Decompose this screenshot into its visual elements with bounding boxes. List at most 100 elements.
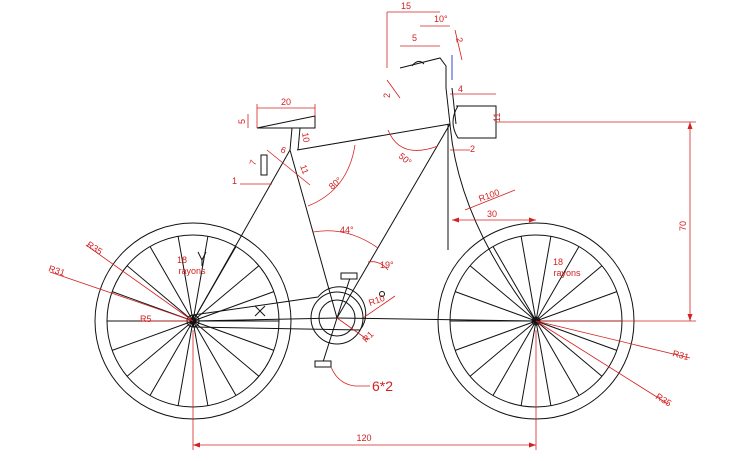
leader-pedal <box>330 366 370 387</box>
rear-spoke <box>192 236 209 322</box>
label-saddle-thk: 5 <box>237 119 247 124</box>
rear-spoke <box>126 265 194 322</box>
leader-r100 <box>464 189 516 211</box>
rear-spoke <box>177 320 194 406</box>
rear-spoke <box>126 320 194 377</box>
label-seat-1: 1 <box>232 176 237 186</box>
handlebar-group <box>399 57 497 139</box>
rear-spoke <box>192 265 260 322</box>
leader-rear-r31 <box>49 271 194 322</box>
front-spoke <box>535 265 603 322</box>
down-tube <box>336 123 451 319</box>
seatpost <box>289 127 293 151</box>
leader-r1 <box>336 317 369 341</box>
front-spoke <box>455 320 537 351</box>
label-seat-11: 11 <box>298 163 311 175</box>
front-spoke <box>535 320 617 351</box>
rear-spoke <box>192 291 274 322</box>
cross-mark <box>254 305 266 317</box>
front-spoke <box>469 265 537 322</box>
pedal-top <box>340 272 358 280</box>
chain <box>192 286 367 331</box>
leader-front-r35 <box>535 320 669 405</box>
y-marker <box>197 251 207 266</box>
front-spoke <box>535 320 552 406</box>
front-spoke <box>520 320 537 406</box>
label-rear-r31: R31 <box>47 263 66 278</box>
front-spoke-count: 18 <box>553 257 563 267</box>
rear-spoke <box>192 320 209 406</box>
label-r1: R1 <box>360 329 375 344</box>
label-front-r35: R35 <box>654 391 673 408</box>
stem <box>445 87 451 125</box>
label-80: 80° <box>327 175 344 192</box>
label-19: 19° <box>380 260 394 270</box>
arc-19 <box>367 261 389 271</box>
dimensions: 120 70 30 R100 R31 R35 R5 R31 R35 R10 R1… <box>47 1 696 450</box>
rear-spoke <box>149 246 194 322</box>
chain-stay <box>192 317 338 322</box>
rear-spoke <box>149 320 194 396</box>
front-spoke <box>535 236 552 322</box>
label-bar-5: 5 <box>412 33 417 43</box>
rear-spoke-unit: rayons <box>178 266 206 276</box>
front-spoke <box>455 291 537 322</box>
front-spoke <box>535 291 617 322</box>
rear-spoke <box>112 320 194 351</box>
arc-80 <box>307 144 356 207</box>
label-rear-r35: R35 <box>85 239 104 256</box>
arc-50 <box>387 129 439 151</box>
label-r100: R100 <box>477 187 501 204</box>
front-spoke <box>535 320 580 396</box>
label-offset: 30 <box>487 209 497 219</box>
handlebar <box>399 57 447 88</box>
front-spoke <box>492 320 537 396</box>
chainring-inner <box>318 299 356 337</box>
top-tube <box>296 123 451 151</box>
seat-tube <box>289 149 338 319</box>
rear-spoke <box>177 236 194 322</box>
front-spoke-unit: rayons <box>553 268 581 278</box>
fork <box>449 123 537 322</box>
grip <box>411 60 425 67</box>
axle-line <box>336 317 537 322</box>
label-44: 44° <box>340 225 354 235</box>
label-pedal: 6*2 <box>372 378 393 394</box>
label-50: 50° <box>397 151 414 168</box>
rear-spoke-count: 18 <box>177 255 187 265</box>
label-seatpost-10: 10 <box>300 132 312 144</box>
arc-44 <box>312 230 379 249</box>
front-spoke <box>535 246 580 322</box>
label-r10: R10 <box>367 293 386 308</box>
label-height: 70 <box>678 221 688 231</box>
front-spoke <box>492 246 537 322</box>
label-head-4: 4 <box>458 84 463 94</box>
headset <box>452 105 497 139</box>
saddle-group <box>256 115 316 176</box>
dim-bar-2b <box>386 79 401 99</box>
seat-clamp <box>260 154 268 176</box>
frame <box>192 87 537 322</box>
label-head-2: 2 <box>470 144 475 154</box>
seatpost-side <box>297 127 301 151</box>
label-bar-15: 15 <box>401 1 411 11</box>
label-wheelbase: 120 <box>356 433 371 443</box>
label-saddle-len: 20 <box>281 97 291 107</box>
dim-bar-2a <box>454 29 463 61</box>
front-spoke <box>535 320 603 377</box>
front-spoke <box>520 236 537 322</box>
leader-front-r31 <box>535 320 691 359</box>
rear-spoke <box>192 320 260 377</box>
label-bar-10deg: 10° <box>434 14 448 24</box>
label-seat-6: 6 <box>279 144 287 155</box>
crank-up <box>336 277 351 319</box>
label-r5: R5 <box>140 314 152 324</box>
label-bar-2b: 2 <box>382 93 392 98</box>
drivetrain <box>192 272 385 368</box>
leader-rear-r35 <box>85 244 194 322</box>
saddle <box>256 115 316 129</box>
label-seat-7: 7 <box>247 159 258 167</box>
label-bar-2a: 2 <box>454 37 465 44</box>
